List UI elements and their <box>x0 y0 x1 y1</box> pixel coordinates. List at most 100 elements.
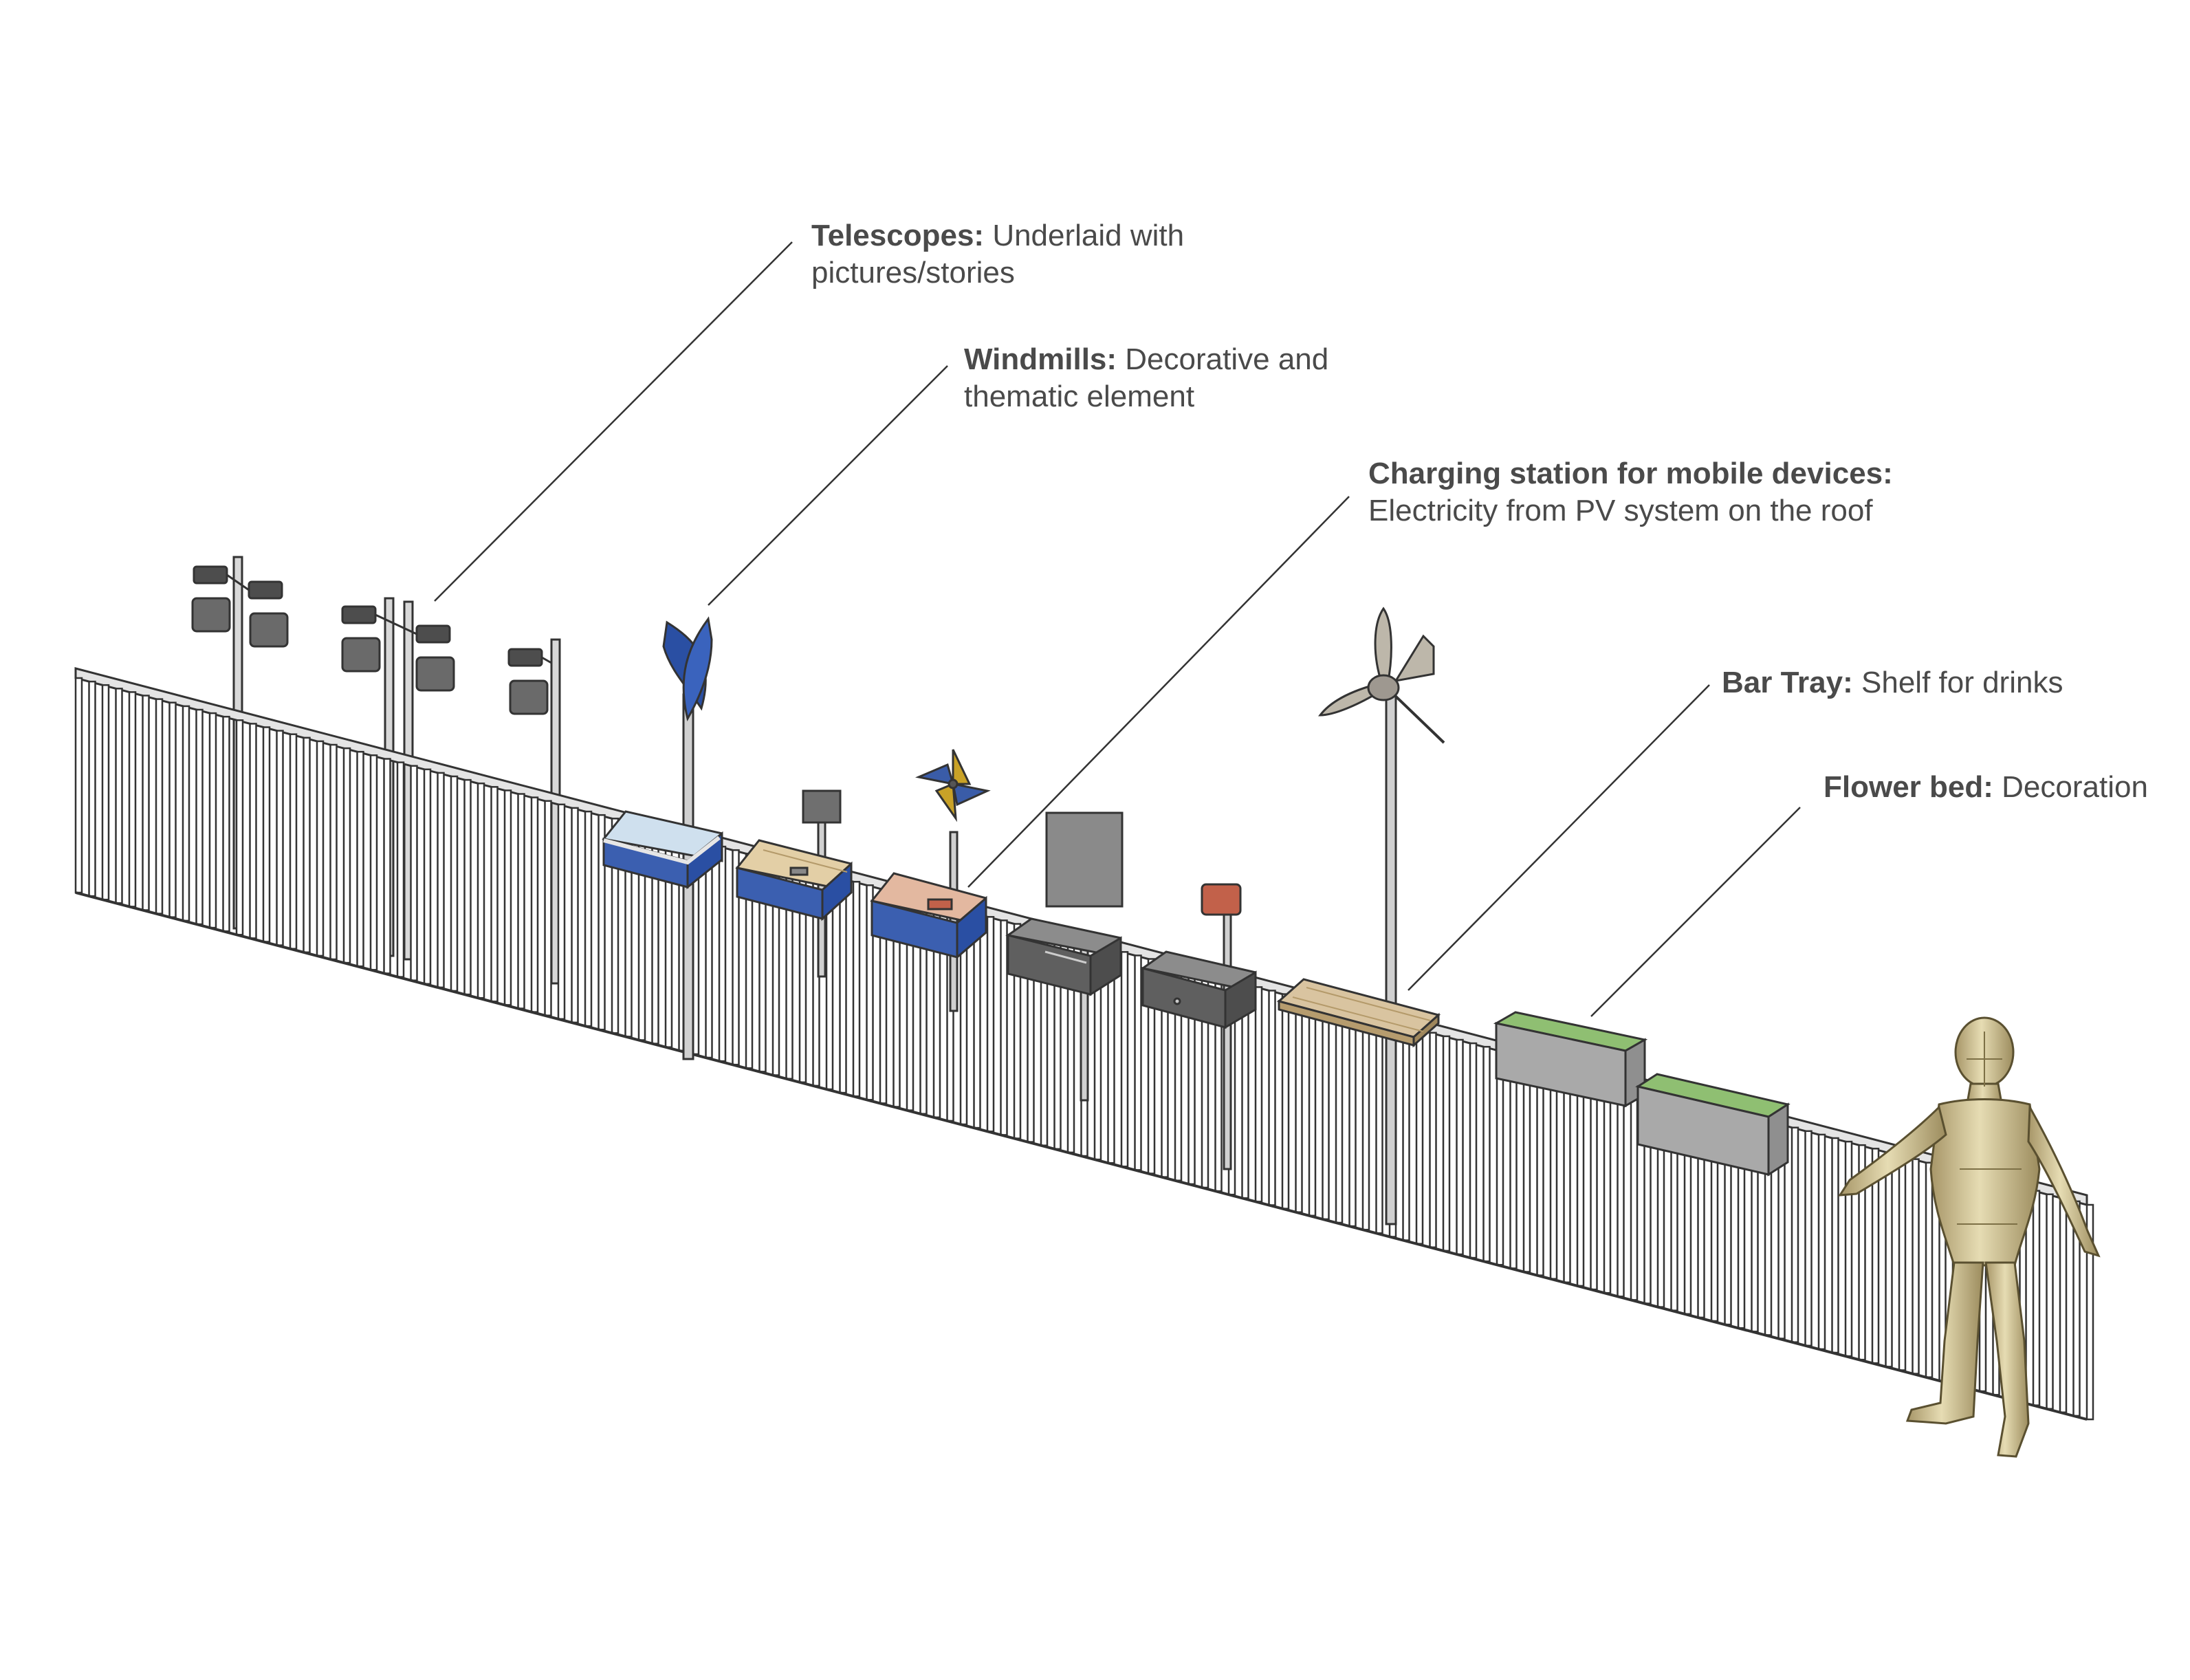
label-text-line2: pictures/stories <box>811 256 1015 290</box>
fence-bar <box>1322 1003 1330 1221</box>
fence-bar <box>1898 1155 1907 1371</box>
fence-bar <box>1603 1077 1612 1294</box>
label-charging-station: Charging station for mobile devices: Ele… <box>1368 455 1893 530</box>
fence-bar <box>2032 1190 2041 1406</box>
fence-bar <box>1469 1042 1478 1259</box>
fence-bar <box>1844 1140 1853 1357</box>
fence-bar <box>1134 954 1142 1171</box>
fence-bar <box>718 845 727 1062</box>
label-text-line2: thematic element <box>964 380 1195 413</box>
fence-bar <box>1429 1032 1437 1249</box>
fence-bar <box>2059 1197 2068 1414</box>
fence-bottom-rail <box>75 891 2088 1421</box>
label-text: Decorative and <box>1125 342 1329 376</box>
label-text: Decoration <box>2002 770 2148 804</box>
fence-bar <box>396 761 405 978</box>
fence-bar <box>2085 1203 2094 1421</box>
fence-bar <box>986 916 995 1133</box>
fence-bar <box>142 695 150 911</box>
fence-bar <box>571 807 579 1024</box>
fence-bar <box>1456 1038 1464 1256</box>
fence-bar <box>1912 1158 1920 1375</box>
leader-lines <box>434 241 1801 1017</box>
label-title: Windmills: <box>964 342 1117 376</box>
fence-bar <box>128 691 137 908</box>
fence-bar <box>316 740 325 957</box>
planter <box>1493 1011 1648 1108</box>
fence-bar <box>1536 1060 1544 1276</box>
charging-box <box>870 872 987 960</box>
fence-bar <box>1295 996 1303 1213</box>
fence-bar <box>74 677 83 894</box>
label-flower-bed: Flower bed: Decoration <box>1824 769 2148 806</box>
fence-bar <box>852 880 861 1098</box>
fence-bar <box>1885 1151 1893 1368</box>
telescope-binocular-icon <box>507 648 552 715</box>
charging-box <box>735 839 853 921</box>
fence-bar <box>1402 1025 1410 1241</box>
fence-bar <box>249 723 257 939</box>
fence-bar <box>182 705 190 922</box>
label-telescopes: Telescopes: Underlaid with pictures/stor… <box>811 217 1184 292</box>
fence-bar <box>1496 1049 1504 1266</box>
fence-bar <box>557 803 566 1021</box>
fence-bar <box>517 793 525 1010</box>
planter <box>1635 1073 1791 1177</box>
fence-bar <box>383 758 391 974</box>
fence-bar <box>1831 1137 1839 1354</box>
label-text: Shelf for drinks <box>1861 666 2063 699</box>
fence-bar <box>1361 1014 1370 1231</box>
fence-bar <box>1335 1007 1344 1224</box>
fence-bar <box>463 778 472 996</box>
fence-bar <box>88 680 96 897</box>
grey-box <box>1005 917 1122 996</box>
leader-line-bar-tray <box>1408 684 1710 991</box>
label-bar-tray: Bar Tray: Shelf for drinks <box>1722 664 2063 701</box>
fence-bar <box>973 912 981 1129</box>
fence-bar <box>262 726 271 943</box>
fence-bar <box>1791 1126 1799 1343</box>
leader-line-charging <box>967 496 1350 888</box>
fence-bar <box>705 842 713 1059</box>
fence-bar <box>1509 1053 1518 1269</box>
leader-line-flower-bed <box>1590 807 1801 1017</box>
telescope-binocular-icon <box>341 605 455 692</box>
fence-bar <box>235 719 244 936</box>
label-title: Telescopes: <box>811 219 985 252</box>
charging-station-boxes <box>602 810 987 960</box>
label-text: Underlaid with <box>992 219 1185 252</box>
flower-beds <box>1493 1011 1791 1177</box>
fence-bar <box>356 750 364 968</box>
charging-box <box>602 810 723 890</box>
label-title: Flower bed: <box>1824 770 1993 804</box>
fence-bar <box>503 789 512 1006</box>
fence-bar <box>1617 1081 1625 1298</box>
label-windmills: Windmills: Decorative and thematic eleme… <box>964 341 1328 415</box>
fence-bar <box>1415 1028 1424 1245</box>
fence-bar <box>1308 1000 1317 1217</box>
fence-bar <box>1549 1063 1558 1280</box>
fence-bar <box>155 698 164 915</box>
wind-turbine-icon <box>1317 607 1445 1225</box>
fence-bar <box>329 743 338 961</box>
fence-bar <box>1925 1161 1934 1378</box>
fence-bar <box>1817 1133 1826 1351</box>
label-text-line2: Electricity from PV system on the roof <box>1368 494 1873 527</box>
fence-bar <box>222 715 230 932</box>
fence-bar <box>303 737 311 954</box>
fence-bar <box>1254 986 1263 1203</box>
fence-bar <box>423 768 432 985</box>
fence-bar <box>115 688 123 904</box>
fence-bar <box>1348 1010 1357 1228</box>
grey-box <box>1140 950 1257 1029</box>
fence-bar <box>1630 1084 1639 1301</box>
fence-bar <box>1563 1067 1571 1284</box>
fence-bar <box>1000 919 1008 1136</box>
label-title: Charging station for mobile devices: <box>1368 457 1893 490</box>
fence-bar <box>208 712 217 929</box>
fence-bar <box>437 772 445 989</box>
bar-tray-shelf <box>1276 978 1441 1048</box>
telescope-units <box>191 565 552 715</box>
fence-bar <box>1522 1056 1531 1273</box>
fence-bar <box>1375 1018 1383 1234</box>
